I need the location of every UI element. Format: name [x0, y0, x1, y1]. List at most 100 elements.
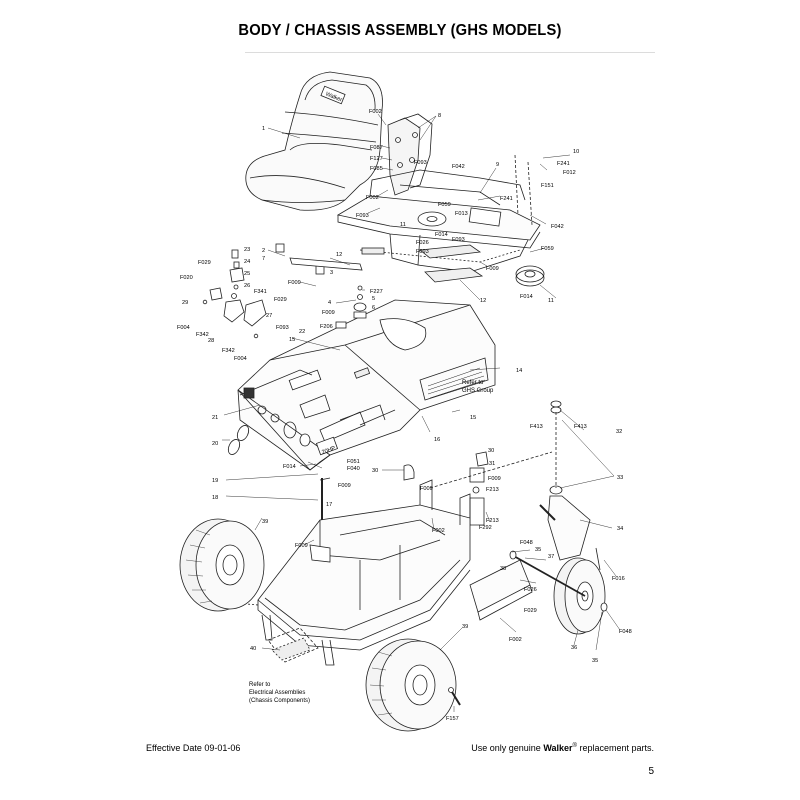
callout-f009a: F009	[486, 266, 499, 272]
callout-f016: F016	[612, 576, 625, 582]
callout-f051: F051	[347, 459, 360, 465]
callout-f206: F206	[320, 324, 333, 330]
callout-38: 38	[500, 566, 506, 572]
callout-f009b: F009	[288, 280, 301, 286]
seat-brackets[interactable]	[387, 113, 433, 196]
callout-f413b: F413	[574, 424, 587, 430]
page-title: BODY / CHASSIS ASSEMBLY (GHS MODELS)	[238, 22, 562, 39]
callout-6: 6	[372, 305, 375, 311]
callout-f085: F085	[370, 166, 383, 172]
callout-f002b: F002	[366, 195, 379, 201]
rear-wheel-left[interactable]	[179, 518, 265, 612]
chassis-frame[interactable]	[199, 479, 471, 666]
control-panel[interactable]: 20HP	[237, 369, 396, 471]
callout-19: 19	[212, 478, 218, 484]
callout-f009f: F009	[488, 476, 501, 482]
callout-4: 4	[328, 300, 331, 306]
caster-assembly[interactable]	[403, 400, 591, 561]
callout-f029a: F029	[198, 260, 211, 266]
callout-f009d: F009	[338, 483, 351, 489]
callout-39a: 39	[262, 519, 268, 525]
callout-12b: 12	[480, 298, 486, 304]
callout-14: 14	[516, 368, 522, 374]
callout-f241b: F241	[500, 196, 513, 202]
idler-pulley[interactable]	[515, 265, 545, 287]
front-wheel[interactable]	[509, 547, 608, 635]
hand-grips[interactable]	[226, 424, 251, 457]
callout-f342b: F342	[222, 348, 235, 354]
callout-f004b: F004	[234, 356, 247, 362]
callout-f093d: F093	[416, 249, 429, 255]
callout-f048a: F048	[520, 540, 533, 546]
callout-f341: F341	[254, 289, 267, 295]
callout-f020: F020	[180, 275, 193, 281]
callout-f213a: F213	[486, 487, 499, 493]
callout-28: 28	[208, 338, 214, 344]
callout-12a: 12	[336, 252, 342, 258]
callout-34: 34	[617, 526, 623, 532]
callout-1: 1	[262, 126, 265, 132]
frame-panel[interactable]	[469, 559, 533, 621]
callout-7: 7	[262, 256, 265, 262]
callout-39b: 39	[462, 624, 468, 630]
callout-25: 25	[244, 271, 250, 277]
callout-f026a: F026	[416, 240, 429, 246]
seat[interactable]: Walker	[245, 71, 383, 211]
callout-26: 26	[244, 283, 250, 289]
notice-suffix: replacement parts.	[579, 743, 654, 753]
callout-f014b: F014	[520, 294, 533, 300]
callout-f013: F013	[455, 211, 468, 217]
callout-f042a: F042	[452, 164, 465, 170]
callout-f093e: F093	[276, 325, 289, 331]
callout-30b: 30	[372, 468, 378, 474]
callout-f093a: F093	[414, 160, 427, 166]
engine-badge: 20HP	[321, 445, 336, 456]
callout-f087: F087	[370, 145, 383, 151]
notice-prefix: Use only genuine	[471, 743, 541, 753]
callout-f009g: F009	[295, 543, 308, 549]
callout-37: 37	[548, 554, 554, 560]
callout-22: 22	[299, 329, 305, 335]
callout-35a: 35	[535, 547, 541, 553]
body-hood[interactable]	[237, 299, 496, 471]
callout-8: 8	[438, 113, 441, 119]
callout-f127: F127	[370, 156, 383, 162]
rear-wheel-right[interactable]	[365, 638, 457, 732]
callout-2: 2	[262, 248, 265, 254]
callout-f009e: F009	[420, 486, 433, 492]
note-ghs-line2: GHS Group	[462, 388, 494, 394]
callout-f002a: F002	[369, 109, 382, 115]
callout-f213b: F213	[486, 518, 499, 524]
callout-9: 9	[496, 162, 499, 168]
registered-mark: ®	[572, 743, 577, 749]
callout-18: 18	[212, 495, 218, 501]
callout-f241a: F241	[557, 161, 570, 167]
note-elec-line2: Electrical Assemblies	[249, 690, 305, 696]
callout-f004a: F004	[177, 325, 190, 331]
callout-f014c: F014	[283, 464, 296, 470]
callout-f042b: F042	[551, 224, 564, 230]
callout-5: 5	[372, 296, 375, 302]
callout-11a: 11	[400, 222, 406, 228]
callout-f151: F151	[541, 183, 554, 189]
callout-10: 10	[573, 149, 579, 155]
rear-bolt[interactable]	[448, 687, 461, 706]
callout-f292: F292	[479, 525, 492, 531]
callout-f157: F157	[446, 716, 459, 722]
callout-f029b: F029	[274, 297, 287, 303]
callout-f059a: F059	[438, 202, 451, 208]
callout-15a: 15	[289, 337, 295, 343]
callout-f059b: F059	[541, 246, 554, 252]
leader-lines	[222, 113, 621, 712]
callout-29: 29	[182, 300, 188, 306]
callout-31: 31	[489, 461, 495, 467]
hardware-cluster[interactable]	[202, 243, 367, 339]
callout-labels: 1 2 3 4 5 6 7 8 9 10 11 11 12 12 14 15 1…	[177, 109, 632, 722]
seat-frame[interactable]	[336, 154, 541, 283]
callout-f093c: F093	[452, 237, 465, 243]
callout-f342a: F342	[196, 332, 209, 338]
notice-brand: Walker	[543, 743, 573, 753]
page-number: 5	[648, 766, 654, 777]
callout-33: 33	[617, 475, 623, 481]
